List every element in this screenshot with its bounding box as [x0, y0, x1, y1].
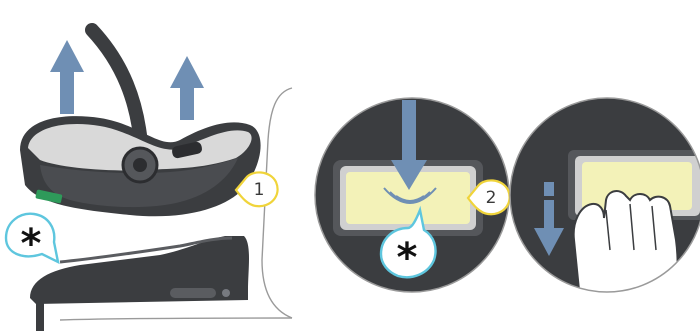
carrier-grip-slot: [172, 141, 202, 159]
isofix-base-top-edge: [59, 236, 233, 264]
center-panel-press-release: 2 *: [314, 97, 511, 293]
press-arrow: [391, 100, 427, 190]
callout-step-2: 2: [466, 179, 511, 216]
arrow-down-icon: [402, 100, 416, 162]
press-arrow-small: [534, 182, 564, 256]
signal-waves-icon: [383, 187, 437, 204]
arrow-down-icon: [544, 182, 554, 196]
callout-step-1-label: 1: [254, 180, 265, 200]
callout-asterisk-center-label: *: [397, 235, 418, 281]
lift-arrow-right: [170, 56, 204, 120]
green-indicator: [35, 189, 63, 204]
arrow-up-icon: [180, 86, 194, 120]
support-leg: [36, 300, 44, 331]
release-button: [346, 172, 470, 224]
callout-step-1: 1: [234, 171, 279, 208]
arrow-up-icon: [60, 70, 74, 114]
isofix-base-release-handle: [170, 288, 216, 298]
callout-step-2-label: 2: [486, 188, 497, 208]
callout-asterisk-left-label: *: [21, 221, 42, 267]
callout-asterisk-left: *: [4, 212, 60, 267]
left-panel-carrier-removal: 1 *: [4, 23, 293, 331]
handle-pivot-center: [133, 158, 147, 172]
callout-asterisk-center: *: [379, 205, 437, 281]
isofix-base: [30, 236, 249, 304]
hand-icon: [572, 190, 679, 292]
lift-arrow-left: [50, 40, 84, 114]
isofix-base-button: [222, 289, 230, 297]
vehicle-seat-cushion-outline: [59, 317, 293, 321]
right-panel-hand-press: [509, 97, 700, 293]
